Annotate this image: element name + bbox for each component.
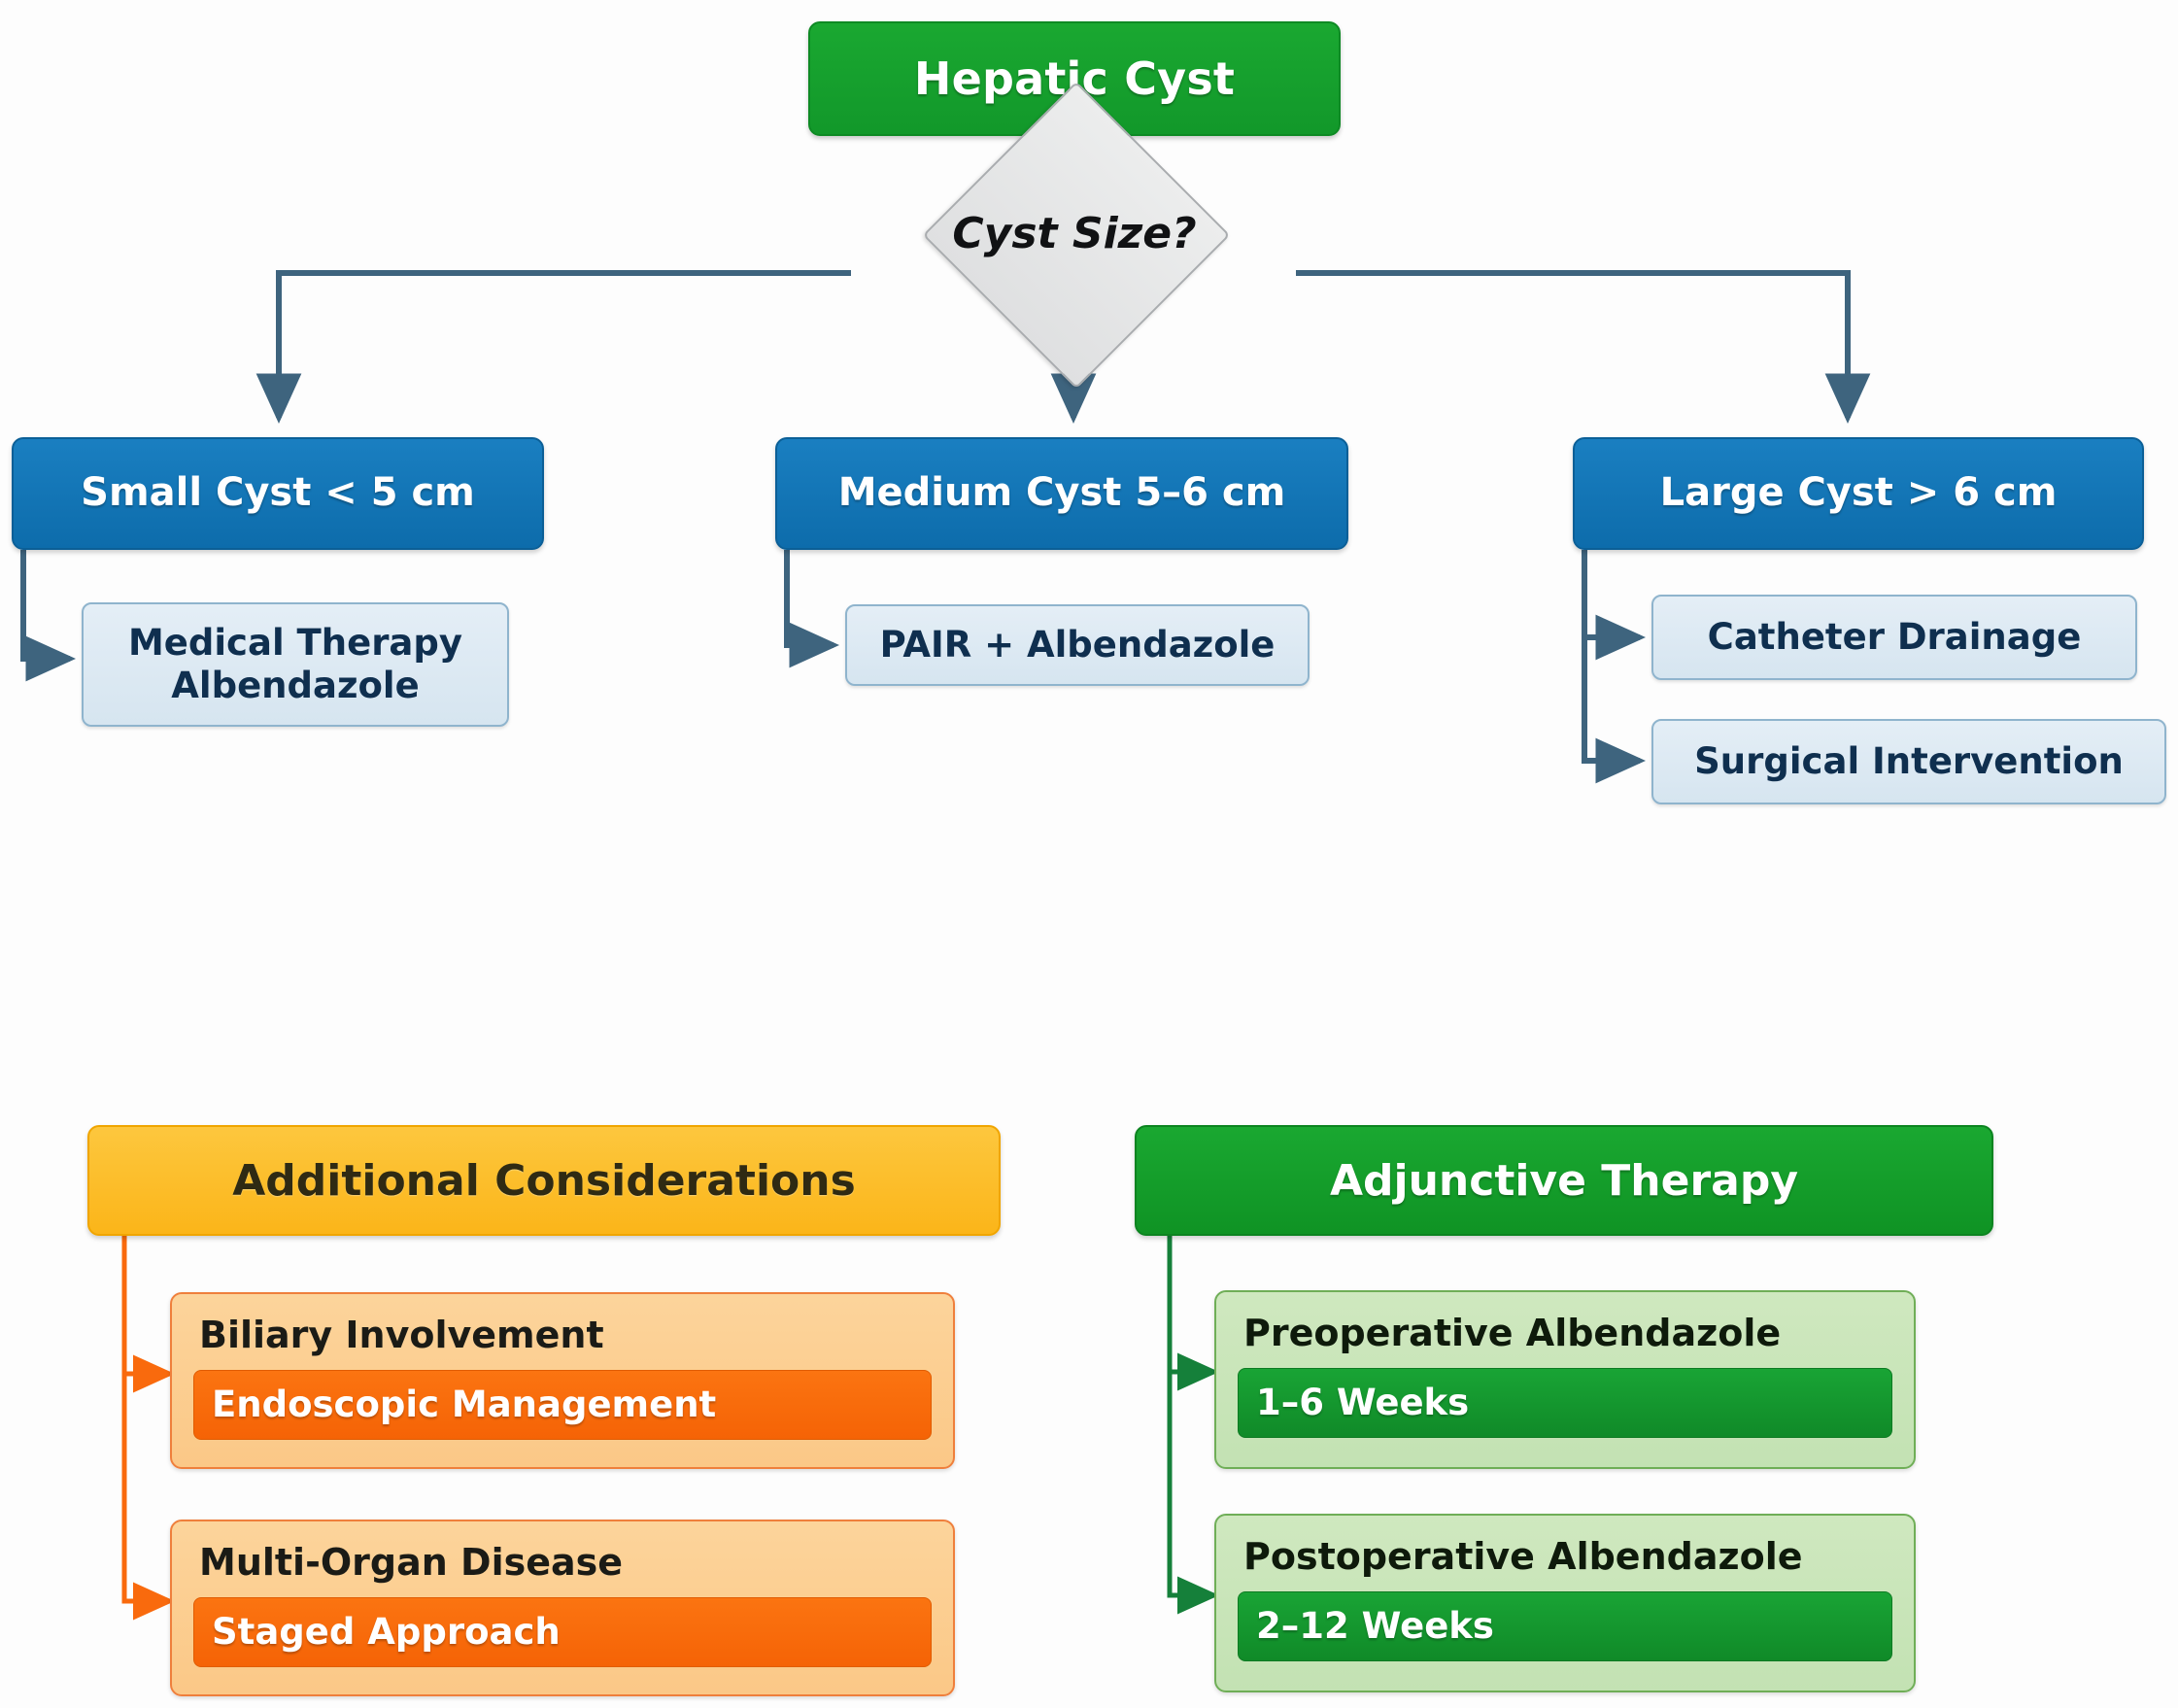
node-medical-therapy[interactable]: Medical Therapy Albendazole <box>82 602 509 727</box>
card-postoperative-albendazole[interactable]: Postoperative Albendazole 2–12 Weeks <box>1214 1514 1916 1692</box>
panel-header-additional-considerations[interactable]: Additional Considerations <box>87 1125 1001 1236</box>
card-postoperative-albendazole-title: Postoperative Albendazole <box>1243 1535 1803 1578</box>
card-preoperative-albendazole[interactable]: Preoperative Albendazole 1–6 Weeks <box>1214 1290 1916 1469</box>
node-large-cyst[interactable]: Large Cyst > 6 cm <box>1573 437 2144 550</box>
decision-cyst-size[interactable]: Cyst Size? <box>855 81 1294 390</box>
node-surgical-intervention[interactable]: Surgical Intervention <box>1651 719 2166 804</box>
card-biliary-involvement[interactable]: Biliary Involvement Endoscopic Managemen… <box>170 1292 955 1469</box>
card-preoperative-albendazole-title: Preoperative Albendazole <box>1243 1312 1782 1354</box>
card-multi-organ-disease-title: Multi-Organ Disease <box>199 1541 624 1584</box>
node-medium-cyst[interactable]: Medium Cyst 5–6 cm <box>775 437 1348 550</box>
card-biliary-involvement-title: Biliary Involvement <box>199 1314 604 1356</box>
panel-header-adjunctive-therapy[interactable]: Adjunctive Therapy <box>1135 1125 1993 1236</box>
card-multi-organ-disease[interactable]: Multi-Organ Disease Staged Approach <box>170 1520 955 1696</box>
node-small-cyst[interactable]: Small Cyst < 5 cm <box>12 437 544 550</box>
decision-label: Cyst Size? <box>952 208 1197 258</box>
card-postoperative-albendazole-bar[interactable]: 2–12 Weeks <box>1238 1590 1892 1661</box>
node-medical-therapy-label: Medical Therapy Albendazole <box>127 622 463 706</box>
node-catheter-drainage[interactable]: Catheter Drainage <box>1651 595 2137 680</box>
card-multi-organ-disease-bar[interactable]: Staged Approach <box>193 1596 932 1667</box>
node-pair-albendazole[interactable]: PAIR + Albendazole <box>845 604 1310 686</box>
card-preoperative-albendazole-bar[interactable]: 1–6 Weeks <box>1238 1367 1892 1438</box>
card-biliary-involvement-bar[interactable]: Endoscopic Management <box>193 1369 932 1440</box>
